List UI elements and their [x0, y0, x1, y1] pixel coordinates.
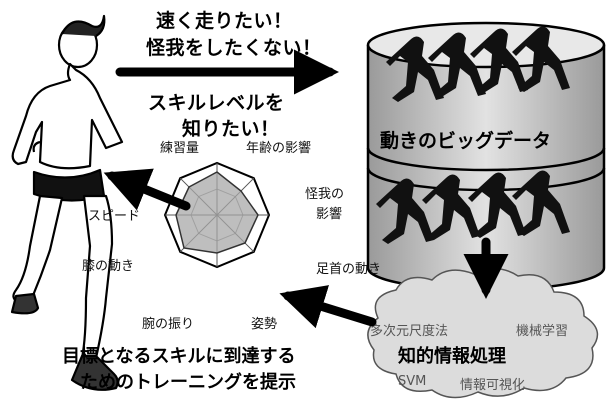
arrow-radar-to-runner	[103, 168, 191, 211]
method-ml: 機械学習	[516, 324, 569, 339]
skill-radar-chart	[163, 161, 271, 269]
runner-silhouettes-bottom	[376, 170, 570, 244]
radar-label-speed: スピード	[88, 209, 141, 224]
method-svm: SVM	[398, 374, 427, 389]
runner-figure	[10, 14, 124, 391]
radar-label-ankle: 足首の動き	[316, 262, 382, 277]
headline-line-1: 速く走りたい！	[156, 10, 293, 32]
database-label: 動きのビッグデータ	[380, 130, 552, 152]
arrow-cloud-to-radar	[279, 285, 377, 329]
radar-label-arm: 腕の振り	[142, 317, 195, 332]
radar-label-practice: 練習量	[160, 141, 200, 156]
processing-cloud	[367, 267, 599, 399]
radar-label-posture: 姿勢	[251, 317, 278, 332]
radar-label-injury: 怪我の	[305, 187, 345, 202]
database-cylinders	[366, 21, 606, 292]
radar-label-age: 年齢の影響	[246, 141, 312, 156]
bottom-message-line-1: 目標となるスキルに到達する	[62, 346, 296, 367]
cloud-title: 知的情報処理	[398, 346, 506, 367]
method-mds: 多次元尺度法	[370, 324, 449, 339]
runner-silhouettes-top	[386, 26, 570, 102]
headline-line-3: スキルレベルを	[148, 92, 285, 114]
headline-line-4: 知りたい！	[182, 118, 280, 140]
bottom-message-line-2: ためのトレーニングを提示	[80, 372, 296, 393]
radar-label-injury-cont: 影響	[316, 207, 343, 222]
radar-skill-area	[175, 171, 259, 254]
method-visualization: 情報可視化	[460, 378, 526, 393]
headline-line-2: 怪我をしたくない！	[146, 37, 322, 59]
radar-label-knee: 膝の動き	[82, 259, 135, 274]
